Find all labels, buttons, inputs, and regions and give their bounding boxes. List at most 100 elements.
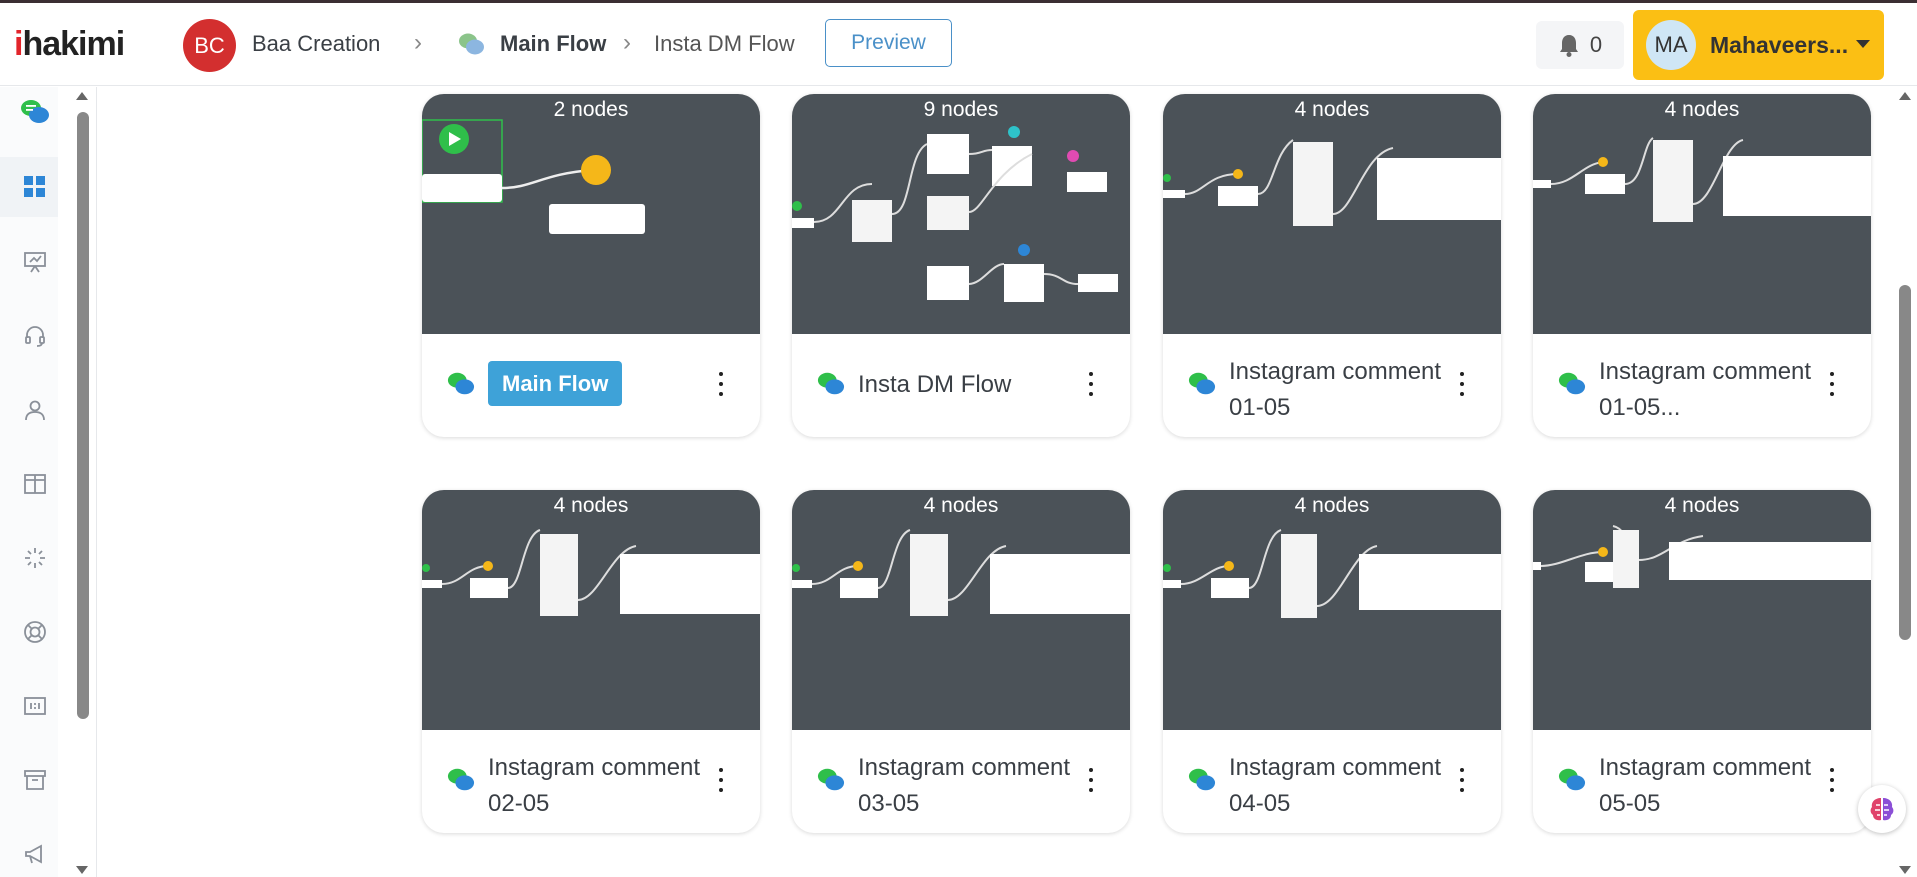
node-count: 4 nodes	[1664, 494, 1740, 517]
user-name: Mahaveers...	[1710, 31, 1849, 58]
chat-bubbles-icon	[1558, 768, 1586, 791]
sidebar-item-layout[interactable]	[20, 469, 50, 499]
sparkle-icon	[25, 548, 45, 568]
sidebar-scrollbar-track[interactable]	[77, 87, 97, 877]
chat-bubbles-icon	[21, 100, 49, 123]
node-count: 4 nodes	[1664, 98, 1740, 121]
scroll-up-arrow-icon[interactable]	[1899, 92, 1911, 100]
archive-icon	[24, 770, 46, 790]
node-count: 4 nodes	[1294, 98, 1370, 121]
chat-bubbles-icon	[817, 372, 845, 395]
lifebuoy-icon	[24, 621, 46, 643]
flow-card[interactable]: 4 nodes Instagram comment 03-05	[792, 490, 1130, 833]
more-options-icon[interactable]	[1086, 372, 1096, 396]
flow-card[interactable]: 4 nodes Instagram comment 05-05	[1533, 490, 1871, 833]
sidebar-item-broadcast[interactable]	[20, 839, 50, 869]
chat-bubbles-icon	[447, 372, 475, 395]
flow-title[interactable]: Instagram comment 02-05	[488, 754, 701, 817]
caret-down-icon	[1856, 40, 1870, 48]
breadcrumb-chevron-icon: ›	[623, 29, 631, 56]
flow-preview-thumbnail[interactable]: 9 nodes	[792, 94, 1130, 334]
headset-icon	[25, 326, 45, 347]
flow-preview-thumbnail[interactable]: 4 nodes	[1533, 94, 1871, 334]
more-options-icon[interactable]	[1457, 372, 1467, 396]
flow-card-footer: Instagram comment 01-05...	[1533, 334, 1871, 437]
more-options-icon[interactable]	[1827, 768, 1837, 792]
workspace-avatar[interactable]: BC	[183, 19, 236, 72]
sidebar-item-dashboard[interactable]	[20, 172, 50, 202]
breadcrumb-main-flow[interactable]: Main Flow	[500, 31, 607, 56]
flow-card-footer: Instagram comment 03-05	[792, 730, 1130, 833]
more-options-icon[interactable]	[1086, 768, 1096, 792]
flow-preview-thumbnail[interactable]: 4 nodes	[1163, 490, 1501, 730]
flow-preview-thumbnail[interactable]: 4 nodes	[1533, 490, 1871, 730]
breadcrumb-chevron-icon: ›	[414, 29, 422, 56]
sidebar-item-archive[interactable]	[20, 765, 50, 795]
flow-preview-thumbnail[interactable]: 4 nodes	[1163, 94, 1501, 334]
flow-diagram-preview	[1533, 525, 1871, 588]
sidebar-item-integrations[interactable]	[20, 543, 50, 573]
top-bar: ihakimi BC Baa Creation › Main Flow › In…	[0, 3, 1917, 86]
flow-card[interactable]: 2 nodes Main Flow	[422, 94, 760, 437]
flow-card[interactable]: 4 nodes Instagram comment 04-05	[1163, 490, 1501, 833]
user-avatar: MA	[1646, 20, 1696, 70]
more-options-icon[interactable]	[716, 768, 726, 792]
ai-assistant-button[interactable]	[1858, 785, 1906, 833]
scroll-down-arrow-icon[interactable]	[1899, 866, 1911, 874]
megaphone-icon	[25, 844, 42, 864]
brain-icon	[1870, 798, 1894, 821]
flow-preview-thumbnail[interactable]: 4 nodes	[422, 490, 760, 730]
more-options-icon[interactable]	[716, 372, 726, 396]
chat-bubbles-icon	[1558, 372, 1586, 395]
flow-title[interactable]: Insta DM Flow	[858, 371, 1012, 398]
main-scrollbar-thumb[interactable]	[1899, 285, 1911, 640]
node-count: 4 nodes	[1294, 494, 1370, 517]
flow-preview-thumbnail[interactable]: 4 nodes	[792, 490, 1130, 730]
flow-diagram-preview	[792, 529, 1130, 616]
app-logo[interactable]: ihakimi	[14, 25, 125, 63]
node-count: 9 nodes	[923, 98, 999, 121]
flow-diagram-preview	[1163, 529, 1501, 618]
sidebar-item-flows[interactable]	[20, 97, 50, 127]
flow-preview-thumbnail[interactable]: 2 nodes	[422, 94, 760, 334]
flow-card-footer: Insta DM Flow	[792, 334, 1130, 437]
node-count: 4 nodes	[923, 494, 999, 517]
sidebar-scrollbar-thumb[interactable]	[77, 112, 89, 719]
flow-card[interactable]: 9 nodes Insta DM Flow	[792, 94, 1130, 437]
sidebar-item-variables[interactable]	[20, 691, 50, 721]
flow-card-footer: Main Flow	[422, 334, 760, 437]
flow-title[interactable]: Instagram comment 03-05	[858, 754, 1071, 817]
dashboard-grid-icon	[24, 176, 45, 197]
more-options-icon[interactable]	[1457, 768, 1467, 792]
user-menu-button[interactable]: MA Mahaveers...	[1633, 10, 1884, 80]
flow-card[interactable]: 4 nodes Instagram comment 01-05...	[1533, 94, 1871, 437]
chat-bubbles-icon	[1188, 768, 1216, 791]
sidebar-item-help[interactable]	[20, 617, 50, 647]
flow-title[interactable]: Instagram comment 05-05	[1599, 754, 1812, 817]
flow-card[interactable]: 4 nodes Instagram comment 02-05	[422, 490, 760, 833]
sidebar-item-support[interactable]	[20, 321, 50, 351]
flow-card-footer: Instagram comment 02-05	[422, 730, 760, 833]
scroll-down-arrow-icon[interactable]	[76, 866, 88, 874]
sidebar-item-analytics[interactable]	[20, 247, 50, 277]
preview-button[interactable]: Preview	[825, 19, 952, 67]
node-count: 4 nodes	[553, 494, 629, 517]
more-options-icon[interactable]	[1827, 372, 1837, 396]
chat-bubbles-icon	[817, 768, 845, 791]
flow-title-active[interactable]: Main Flow	[488, 361, 623, 406]
breadcrumb-current: Insta DM Flow	[654, 31, 795, 56]
flow-diagram-preview	[1163, 139, 1501, 226]
chat-bubbles-icon	[1188, 372, 1216, 395]
flow-card-footer: Instagram comment 04-05	[1163, 730, 1501, 833]
flow-title[interactable]: Instagram comment 01-05...	[1599, 358, 1812, 421]
user-icon	[25, 400, 45, 421]
flow-diagram-preview	[422, 119, 645, 234]
workspace-name[interactable]: Baa Creation	[252, 31, 381, 56]
sidebar-item-contacts[interactable]	[20, 395, 50, 425]
flow-title[interactable]: Instagram comment 04-05	[1229, 754, 1442, 817]
flow-title[interactable]: Instagram comment 01-05	[1229, 358, 1442, 421]
flow-diagram-preview	[422, 529, 760, 616]
notifications-button[interactable]: 0	[1536, 21, 1624, 69]
scroll-up-arrow-icon[interactable]	[76, 92, 88, 100]
flow-card[interactable]: 4 nodes Instagram comment 01-05	[1163, 94, 1501, 437]
